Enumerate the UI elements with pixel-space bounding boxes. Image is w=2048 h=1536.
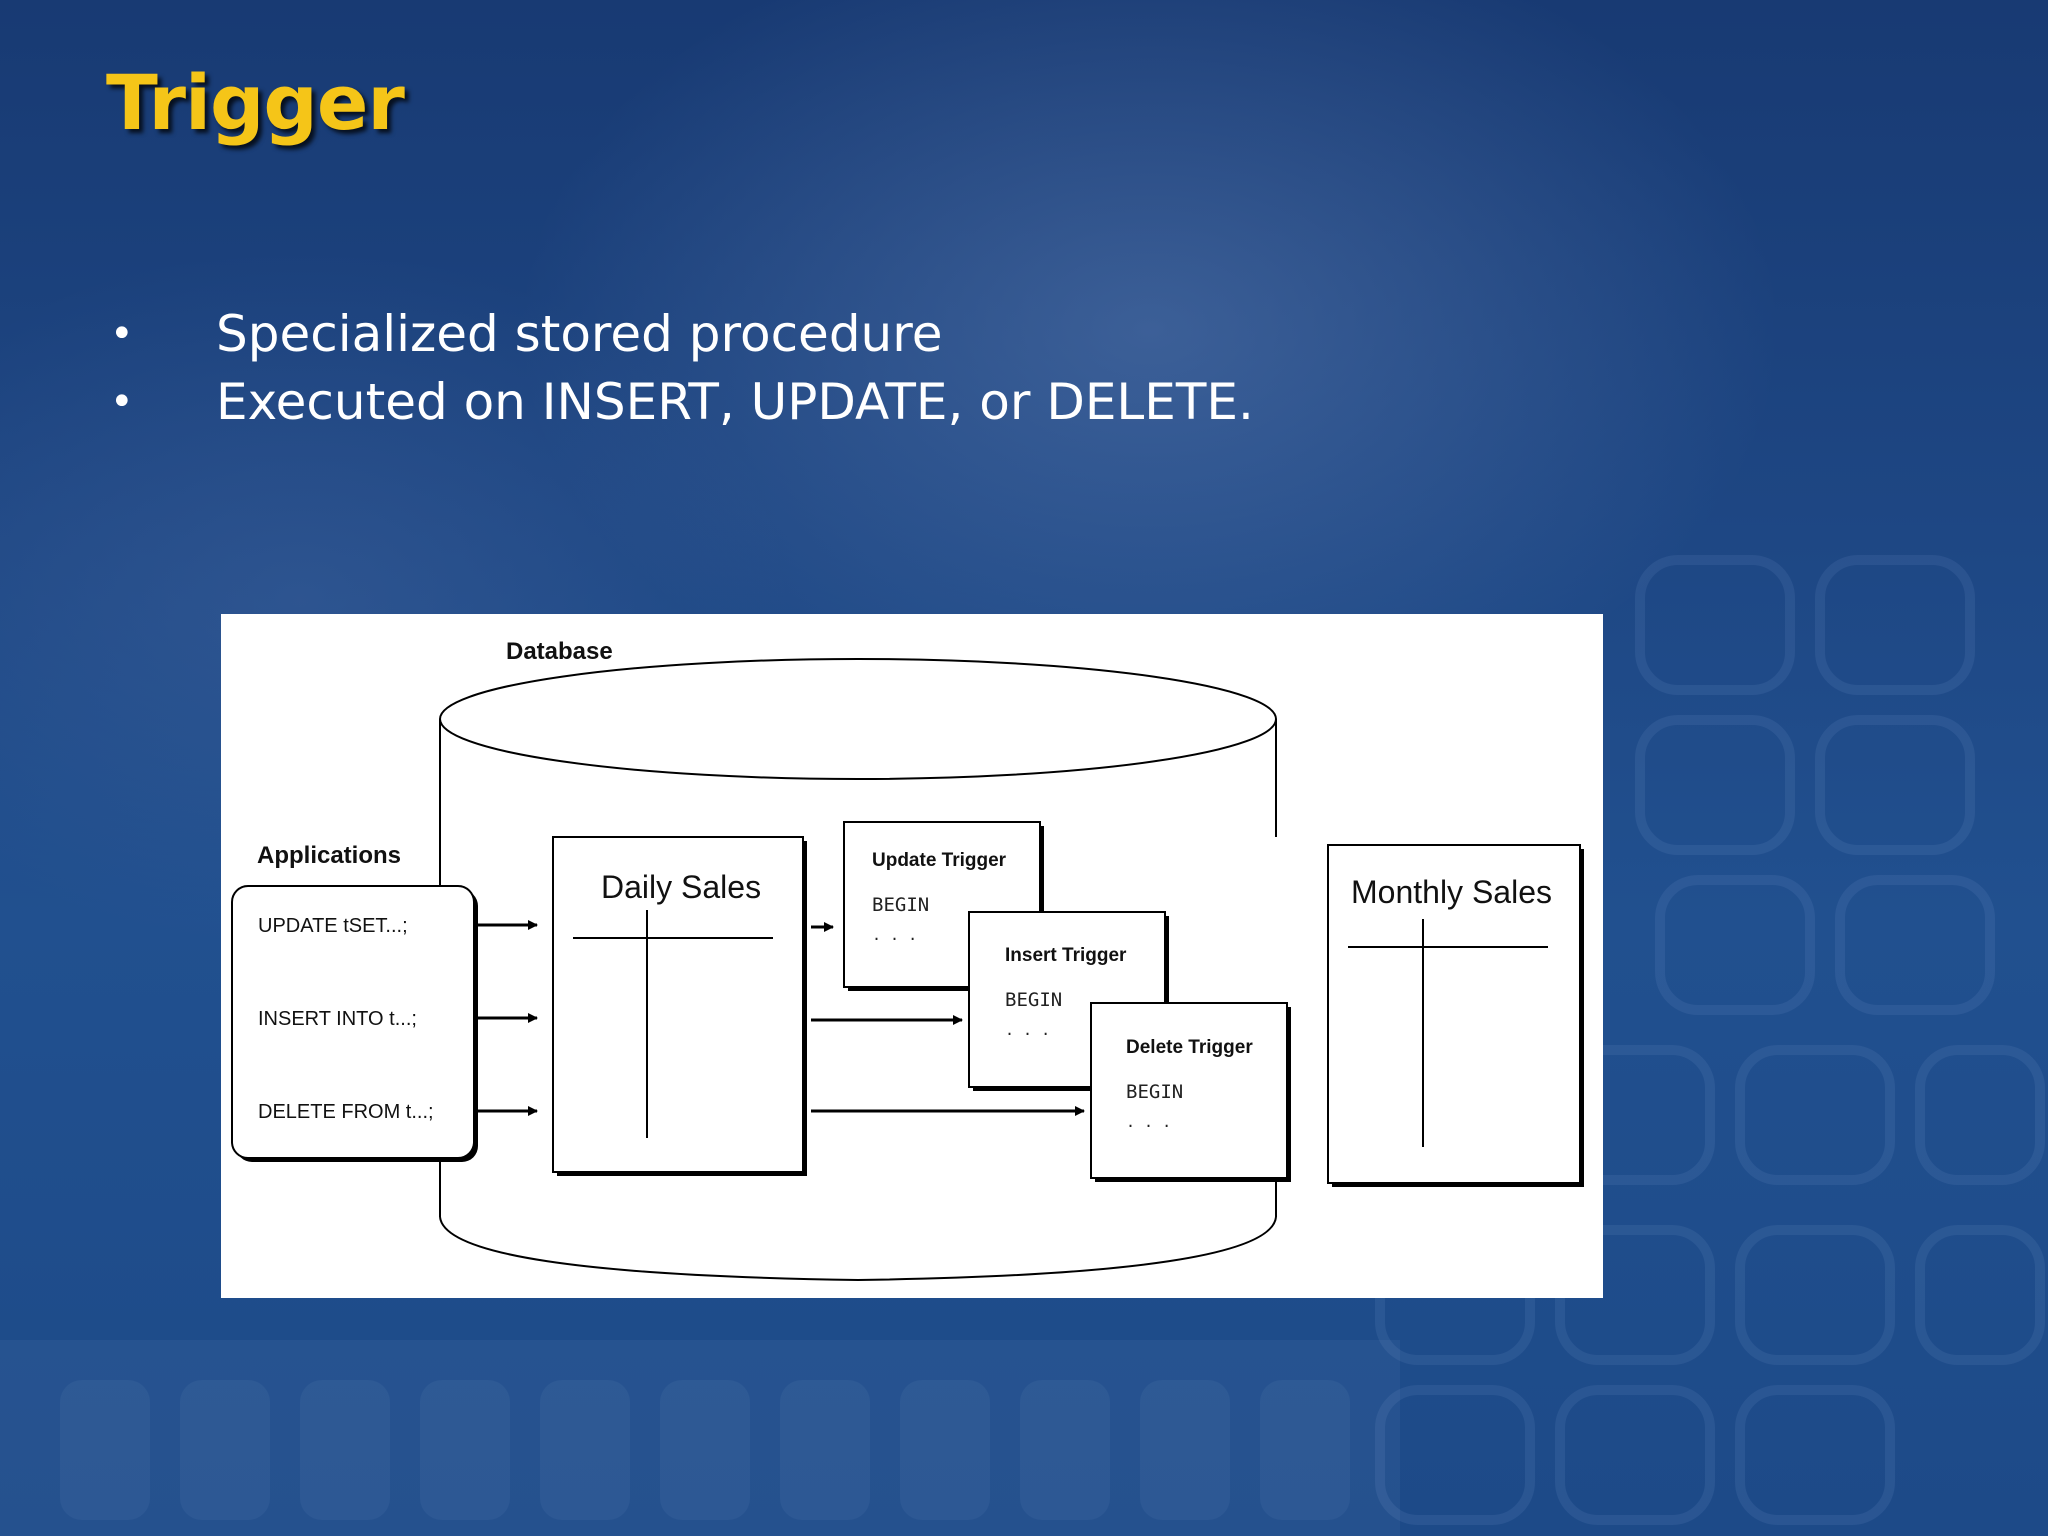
insert-trigger-ellipsis: . . . [1005, 1021, 1050, 1039]
insert-trigger-begin: BEGIN [1005, 989, 1062, 1011]
bullet-icon: • [110, 379, 134, 425]
update-trigger-ellipsis: . . . [872, 926, 917, 944]
monthly-sales-label: Monthly Sales [1351, 874, 1552, 910]
update-trigger-name: Update Trigger [872, 850, 1007, 871]
statement-delete: DELETE FROM t...; [258, 1101, 434, 1123]
applications-label: Applications [257, 842, 401, 869]
statement-insert: INSERT INTO t...; [258, 1008, 417, 1030]
daily-sales-label: Daily Sales [601, 869, 761, 905]
slide-title: Trigger [106, 58, 405, 147]
update-trigger-begin: BEGIN [872, 894, 929, 916]
applications-box [231, 885, 475, 1159]
delete-trigger-ellipsis: . . . [1126, 1113, 1171, 1131]
bullet-text: Specialized stored procedure [216, 305, 943, 363]
insert-trigger-name: Insert Trigger [1005, 945, 1127, 966]
trigger-diagram: Database Applications UPDATE tSET...; IN… [221, 614, 1603, 1298]
daily-sales-table [552, 836, 804, 1173]
bullet-text: Executed on INSERT, UPDATE, or DELETE. [216, 373, 1254, 431]
monthly-sales-table [1327, 844, 1581, 1184]
statement-update: UPDATE tSET...; [258, 915, 408, 937]
delete-trigger-name: Delete Trigger [1126, 1037, 1253, 1058]
bullet-icon: • [110, 311, 134, 357]
database-label: Database [506, 638, 613, 665]
delete-trigger-begin: BEGIN [1126, 1081, 1183, 1103]
delete-trigger-box [1090, 1002, 1288, 1179]
